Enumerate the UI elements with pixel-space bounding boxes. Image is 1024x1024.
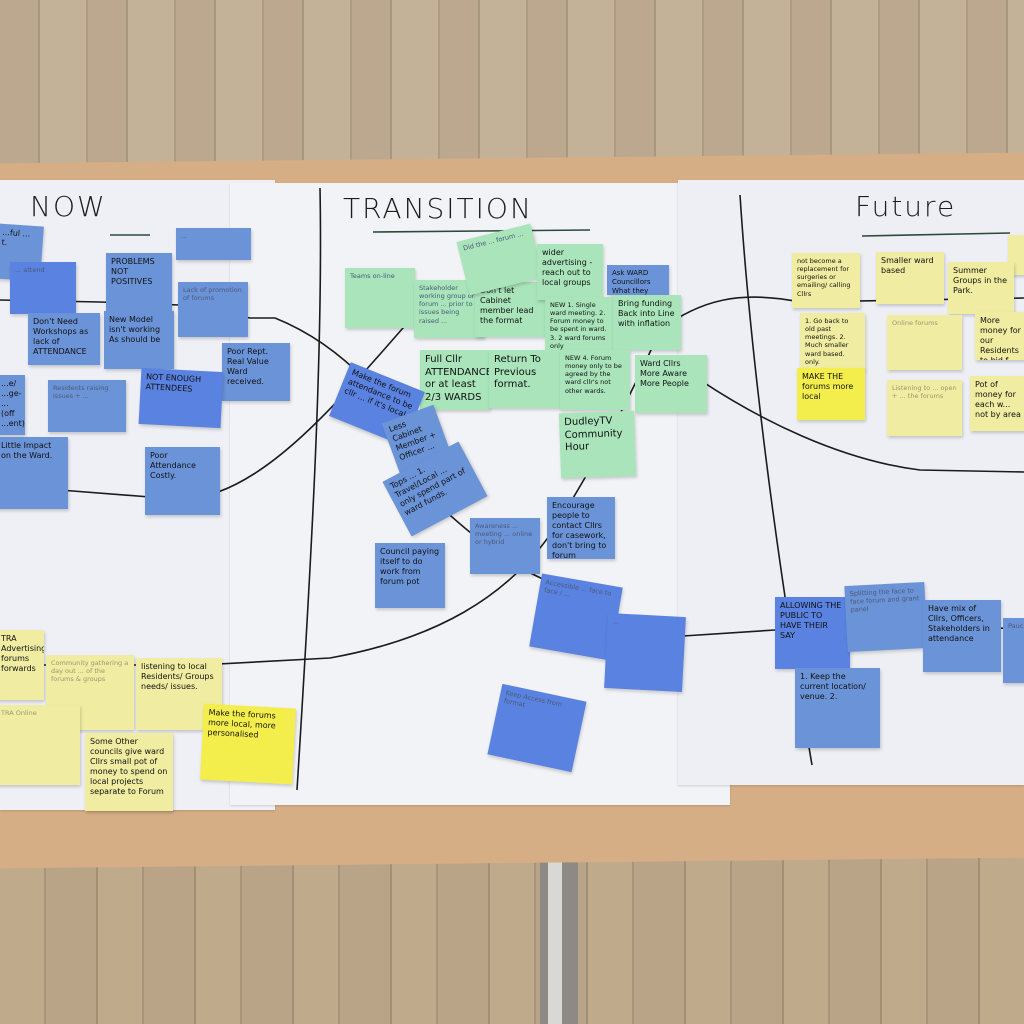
sticky-note: Poor Attendance Costly. [145,447,220,515]
transition-underline [372,229,591,233]
sticky-note: wider advertising - reach out to local g… [537,244,603,300]
sticky-note: Some Other councils give ward Cllrs smal… [85,733,173,811]
wood-floor-foreground [0,850,1024,1024]
sticky-note: PROBLEMS NOT POSITIVES [106,253,172,311]
sticky-note: Awareness ... meeting ... online or hybr… [470,518,540,574]
divider-left [296,187,322,791]
sticky-note: Council paying itself to do work from fo… [375,543,445,608]
sticky-note: Online forums [887,315,962,370]
sticky-note: 1. Keep the current location/ venue. 2. [795,668,880,748]
sticky-note: Splitting the face to face forum and gra… [844,581,928,653]
sticky-note: Poor Rept. Real Value Ward received. [222,343,290,401]
sticky-note: Bring funding Back into Line with inflat… [613,295,681,350]
future-underline [861,232,1011,237]
sticky-note: Lack of promotion of forums [178,282,248,337]
sticky-note: NEW 4. Forum money only to be agreed by … [560,350,630,410]
sticky-note: Listening to ... open + ... the forums [887,380,962,436]
sticky-note: Little Impact on the Ward. [0,437,68,509]
sticky-note: Encourage people to contact Cllrs for ca… [547,497,615,559]
sticky-note: not become a replacement for surgeries o… [792,253,860,308]
future-heading: Future [855,190,957,223]
curve-now-bottom [59,319,411,498]
sticky-note: TRA Online [0,705,80,785]
sticky-note: NEW 1. Single ward meeting. 2. Forum mon… [545,297,615,357]
sticky-note: Summer Groups in the Park. [948,262,1014,314]
sticky-note: ...e/ ...ge- ...(off ...ent) [0,375,25,435]
sticky-note: Return To Previous format. [489,350,561,408]
sticky-note: ... [604,613,686,692]
sticky-note: Full Cllr ATTENDANCE or at least 2/3 WAR… [420,350,490,410]
sticky-note: ALLOWING THE PUBLIC TO HAVE THEIR SAY [775,597,850,669]
sticky-note: Pauc... [1003,618,1024,683]
sticky-note: ... [176,228,251,260]
sticky-note: DudleyTV Community Hour [558,410,637,479]
sticky-note: Ward Cllrs More Aware More People [635,355,707,413]
sticky-note: More money for our Residents to bid f... [975,312,1024,360]
sticky-note: 1. Go back to old past meetings. 2. Much… [800,313,865,371]
sticky-note: Pot of money for each w... not by area [970,376,1024,431]
sticky-note: ... attend [10,262,76,314]
sticky-note: Have mix of Cllrs, Officers, Stakeholder… [923,600,1001,672]
sticky-note: MAKE THE forums more local [797,368,865,420]
sticky-note: Smaller ward based [876,252,944,304]
sticky-note: New Model isn't working As should be [104,311,174,369]
sticky-note: NOT ENOUGH ATTENDEES [138,367,224,429]
sticky-note: Make the forums more local, more persona… [200,703,296,785]
wood-floor-background [0,0,1024,165]
sticky-note: Don't Need Workshops as lack of ATTENDAN… [28,313,100,365]
now-heading: NOW [30,190,107,223]
sticky-note: Ask WARD Councillors What they WANT? [607,265,669,295]
sticky-note: Teams on-line [345,268,415,328]
curve-future-mid [699,379,1024,473]
transition-heading: TRANSITION [343,192,533,225]
table-leg-highlight [548,830,562,1024]
sticky-note: Residents raising issues + ... [48,380,126,432]
sticky-note: TRA Advertising forums forwards [0,630,44,700]
